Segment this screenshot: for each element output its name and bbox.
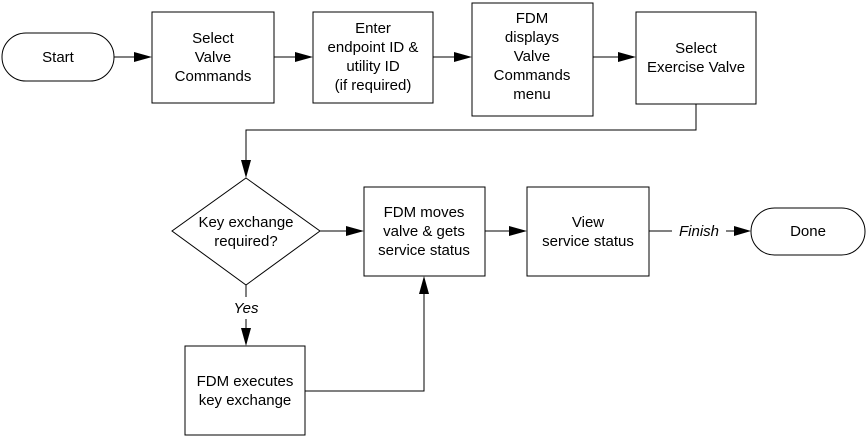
select-exercise-valve-box	[635, 11, 757, 105]
connector-select-exercise-to-decision	[245, 104, 697, 160]
fdm-executes-key-exchange-line-2: key exchange	[199, 392, 292, 409]
select-valve-commands-line-3: Commands	[175, 68, 252, 85]
fdm-displays-menu-process: FDM displays Valve Commands menu	[471, 2, 594, 117]
edge-label-finish: Finish	[679, 223, 719, 240]
fdm-displays-menu-line-1: FDM	[516, 10, 549, 27]
fdm-executes-key-exchange-process: FDM executes key exchange	[184, 345, 306, 436]
key-exchange-decision-line-1: Key exchange	[198, 214, 293, 231]
arrowhead	[241, 160, 251, 178]
select-exercise-valve-line-1: Select	[675, 40, 718, 57]
key-exchange-decision-diamond	[171, 177, 321, 286]
arrowhead	[734, 226, 751, 236]
select-valve-commands-process: Select Valve Commands	[151, 11, 275, 104]
fdm-displays-menu-line-5: menu	[513, 86, 551, 103]
arrowhead	[419, 276, 429, 294]
done-shape	[750, 207, 866, 256]
start-terminator: Start	[1, 32, 115, 82]
arrowhead	[509, 226, 527, 236]
fdm-displays-menu-line-4: Commands	[494, 67, 571, 84]
fdm-displays-menu-line-2: displays	[505, 29, 559, 46]
fdm-moves-valve-line-1: FDM moves	[384, 204, 465, 221]
arrowhead	[346, 226, 364, 236]
select-valve-commands-line-1: Select	[192, 30, 235, 47]
edge-label-yes: Yes	[233, 300, 259, 317]
arrowhead	[295, 52, 313, 62]
view-service-status-line-1: View	[572, 214, 604, 231]
start-label: Start	[42, 49, 75, 66]
select-exercise-valve-line-2: Exercise Valve	[647, 59, 745, 76]
start-shape	[1, 32, 115, 82]
fdm-moves-valve-box	[363, 186, 486, 277]
enter-ids-line-1: Enter	[355, 20, 391, 37]
fdm-displays-menu-line-3: Valve	[514, 48, 550, 65]
fdm-moves-valve-line-3: service status	[378, 242, 470, 259]
fdm-executes-key-exchange-line-1: FDM executes	[197, 373, 294, 390]
done-terminator: Done	[750, 207, 866, 256]
fdm-moves-valve-line-2: valve & gets	[383, 223, 465, 240]
enter-ids-line-3: utility ID	[346, 58, 400, 75]
select-valve-commands-box	[151, 11, 275, 104]
view-service-status-box	[526, 186, 650, 277]
enter-ids-box	[312, 11, 434, 104]
view-service-status-line-2: service status	[542, 233, 634, 250]
enter-ids-line-2: endpoint ID &	[328, 39, 419, 56]
arrowhead	[618, 52, 636, 62]
select-exercise-valve-process: Select Exercise Valve	[635, 11, 757, 105]
key-exchange-decision: Key exchange required?	[171, 177, 321, 286]
connector-key-exchange-to-fdm-moves	[305, 294, 425, 392]
arrowhead	[241, 328, 251, 346]
arrowhead	[454, 52, 472, 62]
arrowhead	[134, 52, 152, 62]
done-label: Done	[790, 223, 826, 240]
fdm-moves-valve-process: FDM moves valve & gets service status	[363, 186, 486, 277]
view-service-status-process: View service status	[526, 186, 650, 277]
fdm-executes-key-exchange-box	[184, 345, 306, 436]
enter-ids-line-4: (if required)	[335, 77, 412, 94]
connectors	[114, 52, 751, 392]
enter-ids-process: Enter endpoint ID & utility ID (if requi…	[312, 11, 434, 104]
key-exchange-decision-line-2: required?	[214, 233, 277, 250]
select-valve-commands-line-2: Valve	[195, 49, 231, 66]
fdm-displays-menu-box	[471, 2, 594, 117]
